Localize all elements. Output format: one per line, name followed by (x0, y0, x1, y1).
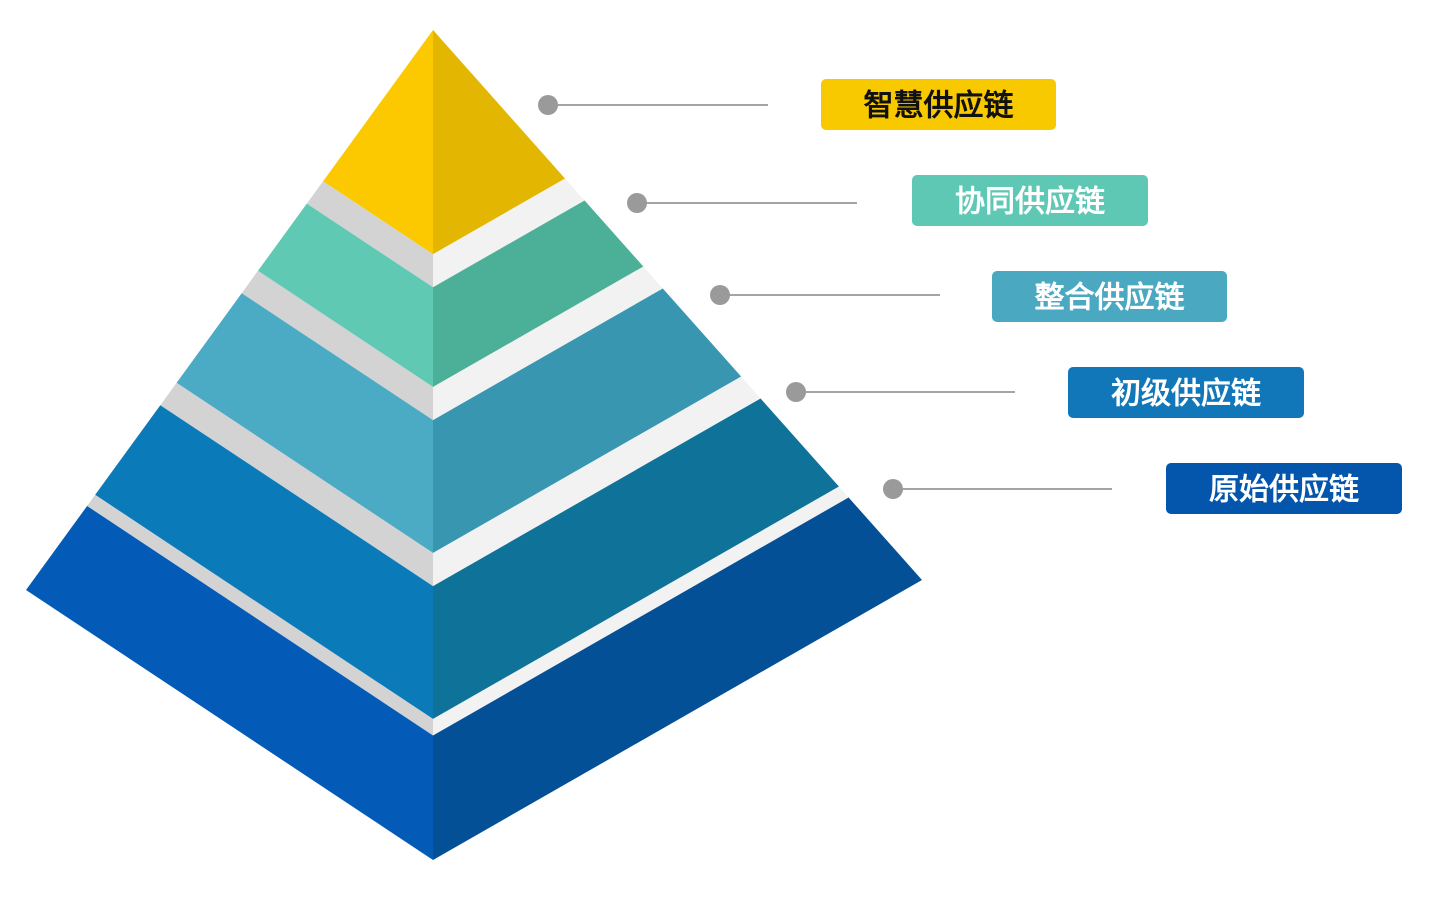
separator-right-1 (433, 178, 585, 288)
layer-1-left-face (323, 30, 433, 255)
pyramid-faces (26, 30, 922, 860)
separator-left-3 (160, 382, 434, 587)
label-box-1 (821, 79, 1056, 130)
separator-right-2 (433, 266, 663, 421)
layer-4-right-face (433, 398, 839, 719)
layer-2-right-face (433, 200, 644, 387)
connector-dot-1 (538, 95, 558, 115)
label-text-5: 原始供应链 (1209, 473, 1359, 508)
layer-5-left-face (26, 506, 433, 860)
label-box-2 (912, 175, 1148, 226)
label-text-1: 智慧供应链 (864, 89, 1014, 124)
layer-5-right-face (433, 497, 922, 860)
separator-right-4 (433, 486, 849, 736)
separator-left-1 (306, 181, 433, 288)
connector-dot-3 (710, 285, 730, 305)
label-box-3 (992, 271, 1227, 322)
label-box-5 (1166, 463, 1402, 514)
connector-dot-2 (627, 193, 647, 213)
separator-right-3 (433, 376, 761, 587)
separator-left-2 (241, 270, 433, 421)
label-box-4 (1068, 367, 1304, 418)
layer-1-right-face (433, 30, 565, 255)
layer-2-left-face (258, 203, 433, 387)
connector-dot-5 (883, 479, 903, 499)
separator-left-4 (87, 494, 433, 736)
layer-3-right-face (433, 288, 742, 553)
label-text-3: 整合供应链 (1035, 281, 1185, 316)
connector-dot-4 (786, 382, 806, 402)
label-text-4: 初级供应链 (1111, 377, 1261, 412)
layer-4-left-face (95, 405, 433, 719)
layer-3-left-face (176, 293, 433, 553)
label-text-2: 协同供应链 (955, 185, 1105, 220)
